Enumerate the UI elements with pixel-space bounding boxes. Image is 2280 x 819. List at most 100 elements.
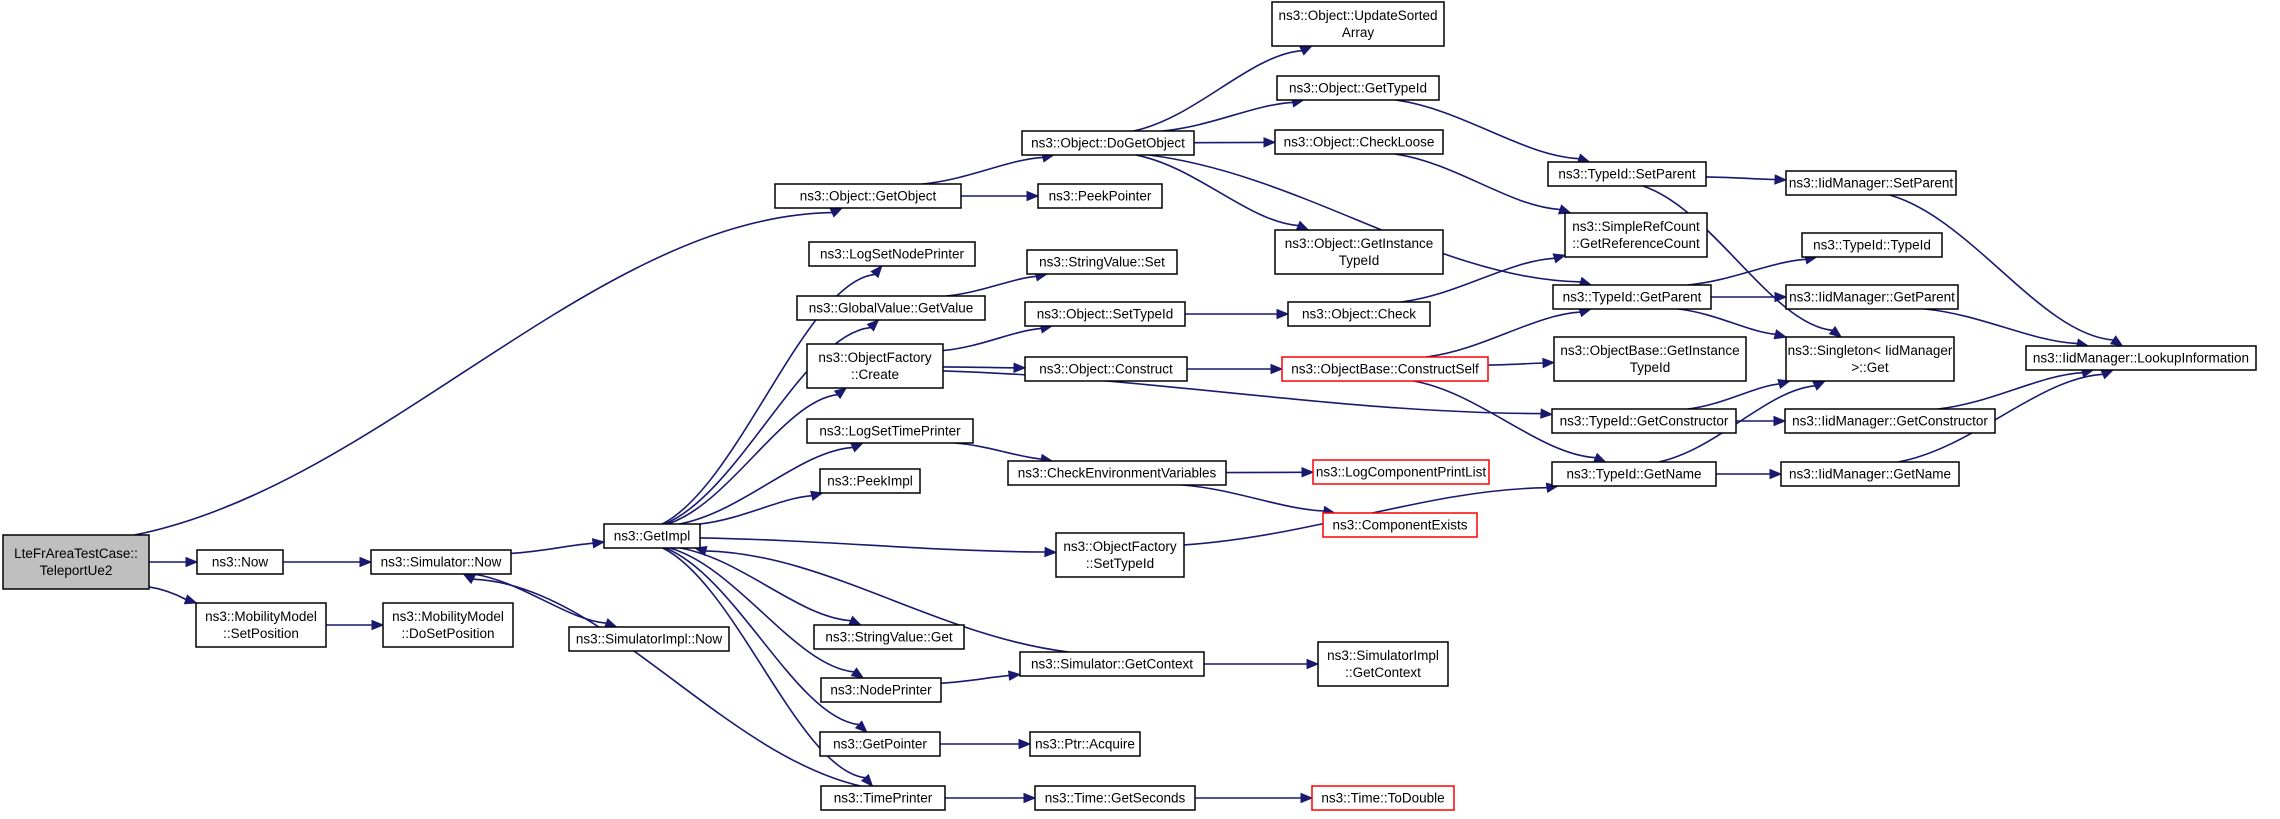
node-tid_getname[interactable]: ns3::TypeId::GetName xyxy=(1551,461,1717,487)
node-iid_getconstructor[interactable]: ns3::IidManager::GetConstructor xyxy=(1784,408,1996,434)
node-nodeprinter[interactable]: ns3::NodePrinter xyxy=(820,677,942,703)
node-tid_getconstructor[interactable]: ns3::TypeId::GetConstructor xyxy=(1551,408,1737,434)
node-sim_getcontext[interactable]: ns3::Simulator::GetContext xyxy=(1019,651,1205,677)
arrowhead-icon xyxy=(603,618,618,628)
edge-sim_getcontext-to-getimpl xyxy=(693,546,1069,653)
node-label: ns3::Ptr::Acquire xyxy=(1035,737,1135,752)
edge-line xyxy=(1394,153,1561,211)
arrowhead-icon xyxy=(854,720,868,733)
arrowhead-icon xyxy=(866,319,880,332)
edge-getimpl-to-of_create xyxy=(667,387,848,525)
arrowhead-icon xyxy=(359,556,373,568)
node-singleton_get[interactable]: ns3::Singleton< IidManager >::Get xyxy=(1785,336,1955,382)
edge-line xyxy=(1924,308,2078,345)
node-label: ns3::TypeId::GetConstructor xyxy=(1560,414,1729,429)
node-iid_setparent[interactable]: ns3::IidManager::SetParent xyxy=(1785,170,1957,196)
node-label: ns3::Object::GetObject xyxy=(800,189,937,204)
node-box xyxy=(1553,336,1747,382)
node-box xyxy=(1551,461,1717,487)
node-logsettimeprinter[interactable]: ns3::LogSetTimePrinter xyxy=(806,418,974,444)
edge-sim_now-to-getimpl xyxy=(510,538,606,555)
node-sv_get[interactable]: ns3::StringValue::Get xyxy=(813,624,965,650)
node-timeprinter[interactable]: ns3::TimePrinter xyxy=(820,785,946,811)
node-box xyxy=(819,731,941,757)
edge-line xyxy=(699,494,812,525)
edge-line xyxy=(945,275,1037,297)
node-time_todouble[interactable]: ns3::Time::ToDouble xyxy=(1311,785,1455,811)
arrowhead-icon xyxy=(1812,380,1827,391)
node-logsetnodeprinter[interactable]: ns3::LogSetNodePrinter xyxy=(808,241,976,267)
node-tid_setparent[interactable]: ns3::TypeId::SetParent xyxy=(1547,161,1707,187)
arrowhead-icon xyxy=(1540,408,1554,419)
edge-line xyxy=(1133,49,1302,132)
edge-obj_construct-to-ob_constructself xyxy=(1187,363,1284,375)
node-label: ns3::Time::GetSeconds xyxy=(1045,791,1186,806)
node-box xyxy=(568,626,730,652)
node-obj_settypeid[interactable]: ns3::Object::SetTypeId xyxy=(1024,301,1186,327)
node-box xyxy=(820,785,946,811)
edge-obj_check-to-simplerefcount xyxy=(1401,253,1567,303)
node-tid_typeid[interactable]: ns3::TypeId::TypeId xyxy=(1801,232,1943,258)
arrowhead-icon xyxy=(1552,253,1567,264)
node-of_create[interactable]: ns3::ObjectFactory::Create xyxy=(806,343,944,389)
node-label: ns3::NodePrinter xyxy=(830,683,932,698)
edge-mm_setpos-to-mm_dosetpos xyxy=(326,619,385,631)
edge-root-to-mm_setpos xyxy=(148,586,198,605)
node-sim_now[interactable]: ns3::Simulator::Now xyxy=(370,549,512,575)
node-simplerefcount[interactable]: ns3::SimpleRefCount::GetReferenceCount xyxy=(1564,212,1708,258)
node-label: LteFrAreaTestCase:: xyxy=(14,546,138,561)
node-componentexists[interactable]: ns3::ComponentExists xyxy=(1322,512,1478,538)
node-ob_constructself[interactable]: ns3::ObjectBase::ConstructSelf xyxy=(1281,356,1489,382)
edge-getimpl-to-gv_getvalue xyxy=(664,319,880,525)
node-box xyxy=(1785,284,1959,310)
node-iid_getparent[interactable]: ns3::IidManager::GetParent xyxy=(1785,284,1959,310)
node-peekimpl[interactable]: ns3::PeekImpl xyxy=(819,468,921,494)
node-box xyxy=(1281,356,1489,382)
node-simimpl_now[interactable]: ns3::SimulatorImpl::Now xyxy=(568,626,730,652)
edge-line xyxy=(922,156,1043,185)
node-box xyxy=(603,523,701,549)
node-gv_getvalue[interactable]: ns3::GlobalValue::GetValue xyxy=(796,295,986,321)
edge-iid_getconstructor-to-iid_lookup xyxy=(1937,367,2095,410)
node-checkenv[interactable]: ns3::CheckEnvironmentVariables xyxy=(1007,460,1227,486)
node-logcomponentprintlist[interactable]: ns3::LogComponentPrintList xyxy=(1312,459,1490,485)
edge-line xyxy=(1889,194,2114,341)
node-dogetobject[interactable]: ns3::Object::DoGetObject xyxy=(1021,130,1195,156)
node-obj_construct[interactable]: ns3::Object::Construct xyxy=(1024,356,1188,382)
node-tid_getparent[interactable]: ns3::TypeId::GetParent xyxy=(1552,284,1712,310)
node-label: TypeId xyxy=(1339,253,1380,268)
arrowhead-icon xyxy=(1769,468,1783,480)
node-obj_check[interactable]: ns3::Object::Check xyxy=(1287,301,1431,327)
node-mm_dosetpos[interactable]: ns3::MobilityModel::DoSetPosition xyxy=(382,602,514,648)
node-peekpointer[interactable]: ns3::PeekPointer xyxy=(1037,183,1163,209)
node-mm_setpos[interactable]: ns3::MobilityModel::SetPosition xyxy=(195,602,327,648)
node-iid_lookup[interactable]: ns3::IidManager::LookupInformation xyxy=(2025,345,2257,371)
edge-line xyxy=(510,542,594,555)
edge-line xyxy=(473,573,607,624)
arrowhead-icon xyxy=(183,594,198,605)
node-box xyxy=(1274,129,1444,155)
node-box xyxy=(1317,641,1449,687)
node-simimpl_getcontext[interactable]: ns3::SimulatorImpl::GetContext xyxy=(1317,641,1449,687)
edge-ob_constructself-to-ob_getinstancetypeid xyxy=(1487,357,1556,369)
node-obj_gettypeid[interactable]: ns3::Object::GetTypeId xyxy=(1276,75,1440,101)
node-getimpl[interactable]: ns3::GetImpl xyxy=(603,523,701,549)
node-ptr_acquire[interactable]: ns3::Ptr::Acquire xyxy=(1029,731,1141,757)
node-label: TypeId xyxy=(1630,360,1671,375)
node-box xyxy=(1551,408,1737,434)
node-label: >::Get xyxy=(1851,360,1888,375)
node-iid_getname[interactable]: ns3::IidManager::GetName xyxy=(1780,461,1960,487)
node-label: TeleportUe2 xyxy=(40,563,113,578)
node-label: ns3::TimePrinter xyxy=(834,791,933,806)
node-getobject[interactable]: ns3::Object::GetObject xyxy=(774,183,962,209)
node-time_getseconds[interactable]: ns3::Time::GetSeconds xyxy=(1034,785,1196,811)
node-now[interactable]: ns3::Now xyxy=(196,549,284,575)
node-of_settypeid[interactable]: ns3::ObjectFactory::SetTypeId xyxy=(1055,532,1185,578)
edge-sim_getcontext-to-simimpl_getcontext xyxy=(1204,658,1320,670)
node-getpointer[interactable]: ns3::GetPointer xyxy=(819,731,941,757)
node-obj_checkloose[interactable]: ns3::Object::CheckLoose xyxy=(1274,129,1444,155)
node-sv_set[interactable]: ns3::StringValue::Set xyxy=(1026,249,1178,275)
